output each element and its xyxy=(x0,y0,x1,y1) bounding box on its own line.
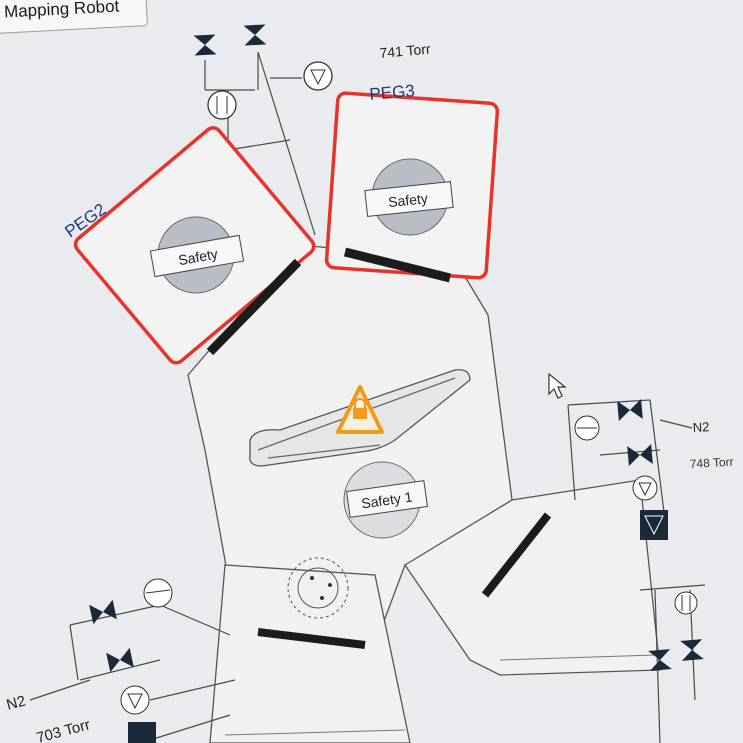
right-gas-label: N2 xyxy=(692,419,709,435)
lock-warning-icon xyxy=(336,385,384,434)
top-valve-2[interactable] xyxy=(243,24,267,46)
peg3-chamber[interactable]: Safety xyxy=(324,91,500,283)
left-valve-2[interactable] xyxy=(106,647,134,673)
peg2-safety-badge: Safety xyxy=(177,246,219,269)
right-gauge-icon xyxy=(574,415,600,441)
right-valve-2[interactable] xyxy=(627,443,653,467)
left-gas-lines xyxy=(29,604,236,741)
left-pump-icon xyxy=(128,722,156,743)
mouse-pointer-icon xyxy=(548,372,567,399)
top-pressure-sensor-icon xyxy=(303,61,333,91)
top-valve-1[interactable] xyxy=(193,34,217,56)
peg2-chamber[interactable]: Safety xyxy=(72,125,317,366)
right-lower-gauge-icon xyxy=(674,591,698,615)
left-valve-1[interactable] xyxy=(89,599,117,625)
left-gauge-icon xyxy=(143,578,173,608)
right-valve-3[interactable] xyxy=(680,639,704,661)
left-pressure-readout: 703 Torr xyxy=(35,716,92,743)
load-lock-right-door xyxy=(481,512,552,598)
peg2-door xyxy=(206,258,302,356)
load-lock-left[interactable] xyxy=(209,557,411,743)
right-pressure-sensor-icon xyxy=(632,475,658,501)
peg3-label: PEG3 xyxy=(369,81,416,104)
peg3-safety-badge: Safety xyxy=(387,190,428,210)
top-gauge-icon xyxy=(207,90,237,120)
peg3-door xyxy=(343,247,452,283)
left-pressure-sensor-icon xyxy=(120,685,150,715)
right-pump-icon xyxy=(640,510,668,540)
right-pressure-readout: 748 Torr xyxy=(689,455,733,471)
center-safety-badge: Safety 1 xyxy=(360,489,413,512)
load-lock-left-door xyxy=(257,628,366,649)
top-pressure-readout: 741 Torr xyxy=(379,41,432,61)
left-gas-label: N2 xyxy=(5,692,28,713)
